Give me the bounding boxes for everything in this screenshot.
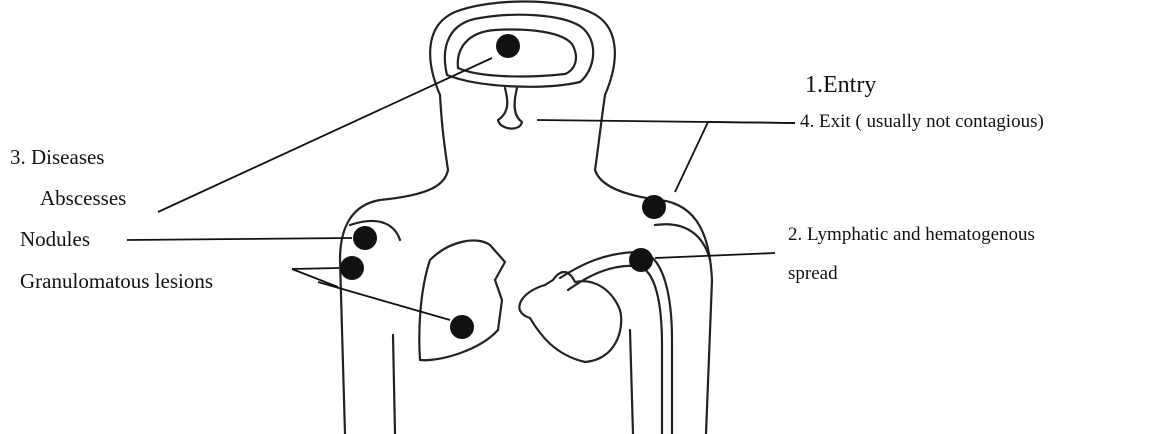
right-torso [630,330,633,434]
vessel-inner [568,266,662,434]
leader-spread [655,253,775,258]
leader-exit-link [708,122,795,123]
label-granulomatous: Granulomatous lesions [20,271,213,292]
label-nodules: Nodules [20,229,90,250]
left-arm [340,260,345,434]
label-exit: 4. Exit ( usually not contagious) [800,112,1044,131]
label-spread-line1: 2. Lymphatic and hematogenous [788,225,1035,244]
leader-diseases [158,58,492,212]
lesion-dot-right-shoulder [642,195,666,219]
label-spread-line2: spread [788,264,838,283]
leader-nodules [127,238,352,240]
nose-outline [498,88,522,129]
label-diseases: 3. Diseases [10,147,104,168]
right-arm [706,280,712,434]
lesion-dot-left-upper [353,226,377,250]
lung-outline [419,240,505,360]
lesion-dot-brain [496,34,520,58]
leader-exit-shoulder [675,122,708,192]
lesion-dot-left-lower [340,256,364,280]
left-torso [393,335,395,434]
heart-outline [519,272,621,362]
lesion-dot-vessel [629,248,653,272]
label-entry: 1.Entry [805,73,876,97]
neck-right [595,95,712,280]
label-abscesses: Abscesses [40,188,126,209]
lesion-dot-lung [450,315,474,339]
leader-granulomatous-a [292,268,339,269]
leader-granulomatous-b [292,269,338,287]
leader-granulomatous-c [318,282,450,320]
